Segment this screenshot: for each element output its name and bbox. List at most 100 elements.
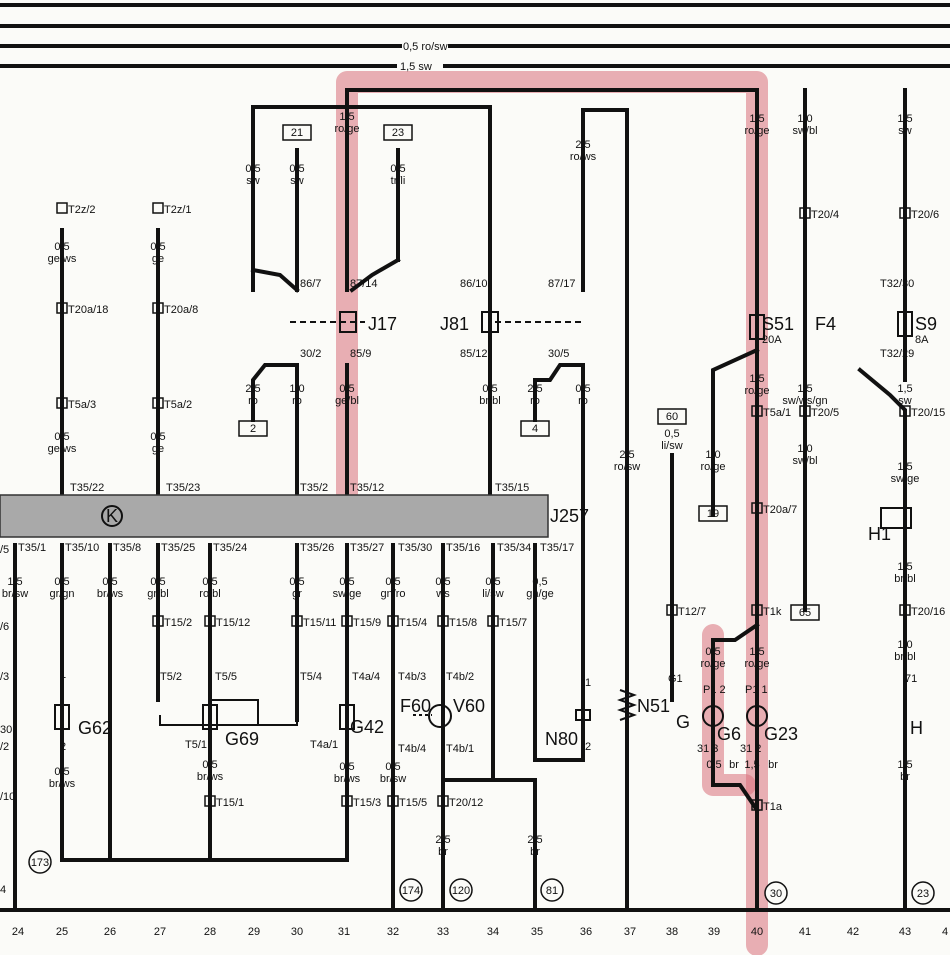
bus-label-a: 0,5 ro/sw [403,41,448,53]
connector-label: T20a/18 [68,304,108,316]
wire-size-label: 1,0 [797,443,812,455]
connector-label: T15/2 [164,617,192,629]
component-label: G23 [764,724,798,744]
switch-f4-label: F4 [815,314,836,334]
wire-color-label: sw [290,175,304,187]
relay-j17-label: J17 [368,314,397,334]
column-number: 31 [338,926,350,938]
control-unit-pin-bottom: T35/34 [497,542,531,554]
wire-size-label: 1,5 [339,111,354,123]
control-unit-badge: K [106,506,118,526]
wire-size-label: 1,5 [897,561,912,573]
wire-size-label: 2,5 [527,834,542,846]
pin-label: 2 [585,741,591,753]
terminal-box [790,604,820,621]
relay-pin-label: 85/12 [460,348,488,360]
wire-size-label: 1,5 [749,373,764,385]
wire-size-label: 0,5 [202,759,217,771]
reference-circle [399,878,423,902]
fuse-s9-label: S9 [915,314,937,334]
connector-symbol [204,795,216,807]
wire-size-label: 0,5 [664,428,679,440]
wire-size-label: 0,5 [575,383,590,395]
pin-label: T5/2 [160,671,182,683]
wire-color-label: ro/sw [614,461,640,473]
relay-j81-label: J81 [440,314,469,334]
wire-color-label: ro/ge [334,123,359,135]
wire-color-label: br/ws [197,771,224,783]
connector-label: T15/8 [449,617,477,629]
terminal-box [238,420,268,437]
wire-size-label: 2,5 [619,449,634,461]
column-number: 29 [248,926,260,938]
column-number: 38 [666,926,678,938]
connector-label: T1k [763,606,782,618]
connector-symbol [152,615,164,627]
wire-color-label: br [438,846,448,858]
relay-j17-coil [339,311,357,333]
side-number-label: 30 [0,724,12,736]
reference-circle [28,850,52,874]
wire-size-label: 1,0 [289,383,304,395]
wire-color-label: br/sw [2,588,28,600]
pin-label: 71 [905,673,917,685]
wire-color-label: br [900,771,910,783]
connector-symbol [899,405,911,417]
column-number: 42 [847,926,859,938]
terminal-box-label: 65 [799,607,811,619]
relay-pin-label: 87/14 [350,278,378,290]
reference-circle-label: 174 [402,885,420,897]
wire-color-label: gn/ge [526,588,554,600]
control-unit-pin-bottom: T35/27 [350,542,384,554]
control-unit-pin-bottom: T35/17 [540,542,574,554]
connector-label: T15/3 [353,797,381,809]
wire-size-label: 0,5 [482,383,497,395]
column-number: 26 [104,926,116,938]
wire-size-label: 0,5 [705,646,720,658]
connector-label: T1a [763,801,783,813]
side-number-label: /6 [0,621,9,633]
terminal-box [520,420,550,437]
upper-wire-label: 0,5 [150,241,165,253]
terminal-box [698,505,728,522]
component-label: G42 [350,717,384,737]
terminal-box-label: 4 [532,423,538,435]
wire-size-label: 2,5 [527,383,542,395]
fuse-s9-amps: 8A [915,334,929,346]
connector-label: T20/6 [911,209,939,221]
wire-size-label: 0,5 [390,163,405,175]
relay-pin-label: T32/30 [880,278,914,290]
wire-size-label: 1,5 [7,576,22,588]
wire-color-label: tr/li [391,175,406,187]
pin-label: T5/4 [300,671,322,683]
wire-color-label: sw/ge [333,588,362,600]
control-unit-pin-bottom: T35/24 [213,542,247,554]
component-label: F60 [400,696,431,716]
wire-color-label: br/sw [380,773,406,785]
terminal-box [657,408,687,425]
pin-label: T4b/1 [446,743,474,755]
wire-color-label: ro [248,395,258,407]
column-number: 36 [580,926,592,938]
wire-size-label: 0,5 [202,576,217,588]
component-label: G6 [717,724,741,744]
control-unit-pin-bottom: T35/16 [446,542,480,554]
wire-color-label: ws [435,588,450,600]
wire-color-label: sw [898,395,912,407]
wire-color-label: gr [292,588,302,600]
wire-size-label: 0,5 [54,431,69,443]
wire-color-label: sw [246,175,260,187]
wire-size-label: 0,5 [339,761,354,773]
wire-color-label: ro/bl [199,588,220,600]
wire-size-label: 1,0 [897,639,912,651]
reference-circle-label: 23 [917,888,929,900]
wire-size-label: 1,5 [897,759,912,771]
control-unit-pin-top: T35/23 [166,482,200,494]
pin-label: 31 2 [740,743,761,755]
column-number: 25 [56,926,68,938]
relay-pin-label: 30/2 [300,348,321,360]
gauge-wire-label: 1,5 [744,759,759,771]
wire-color-label: ro/ge [700,461,725,473]
fuse-s51 [749,314,765,340]
